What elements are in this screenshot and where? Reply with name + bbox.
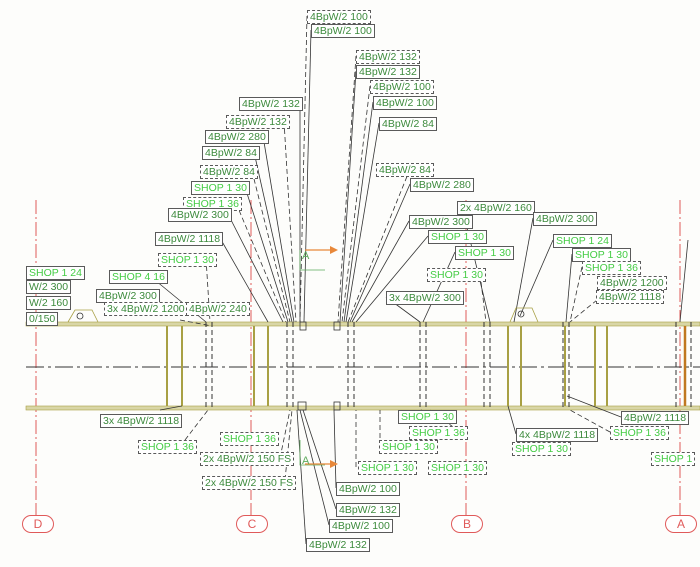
shop-weld-label[interactable]: SHOP 1 36 bbox=[610, 426, 669, 440]
bolt-connection-label[interactable]: 4BpW/2 84 bbox=[202, 146, 260, 160]
bolt-connection-label[interactable]: 3x 4BpW/2 300 bbox=[386, 291, 464, 305]
shop-weld-label[interactable]: SHOP 1 30 bbox=[428, 461, 487, 475]
bolt-connection-label[interactable]: 3x 4BpW/2 1200 bbox=[104, 302, 188, 316]
bolt-connection-label[interactable]: 4BpW/2 1118 bbox=[155, 232, 224, 246]
bolt-connection-label[interactable]: 4BpW/2 84 bbox=[379, 117, 437, 131]
bolt-connection-label[interactable]: W/2 300 bbox=[26, 280, 72, 294]
bolt-connection-label[interactable]: 4BpW/2 100 bbox=[370, 80, 434, 94]
grid-bubble-a[interactable]: A bbox=[665, 515, 697, 533]
shop-weld-label[interactable]: SHOP 1 30 bbox=[455, 246, 514, 260]
section-cut-markers bbox=[299, 246, 338, 468]
bolt-connection-label[interactable]: 4BpW/2 100 bbox=[311, 24, 375, 38]
shop-weld-label[interactable]: SHOP 1 30 bbox=[512, 442, 571, 456]
bolt-connection-label[interactable]: 4BpW/2 100 bbox=[336, 482, 400, 496]
shop-weld-label[interactable]: SHOP 1 36 bbox=[220, 432, 279, 446]
shop-weld-label[interactable]: SHOP 1 30 bbox=[398, 410, 457, 424]
bolt-connection-label[interactable]: 4BpW/2 300 bbox=[168, 208, 232, 222]
bolt-connection-label[interactable]: 4BpW/2 132 bbox=[356, 50, 420, 64]
grid-bubble-d[interactable]: D bbox=[22, 515, 54, 533]
bolt-connection-label[interactable]: 2x 4BpW/2 150 FS bbox=[200, 452, 295, 466]
bolt-connection-label[interactable]: 4BpW/2 1200 bbox=[597, 276, 667, 290]
bolt-connection-label[interactable]: 4BpW/2 300 bbox=[409, 215, 473, 229]
bolt-connection-label[interactable]: 2x 4BpW/2 150 FS bbox=[202, 476, 297, 490]
shop-weld-label[interactable]: SHOP 1 30 bbox=[428, 230, 487, 244]
shop-weld-label[interactable]: SHOP 1 30 bbox=[191, 181, 250, 195]
bolt-connection-label[interactable]: 4BpW/2 132 bbox=[306, 538, 370, 552]
shop-weld-label[interactable]: SHOP 1 30 bbox=[572, 248, 631, 262]
grid-bubble-c[interactable]: C bbox=[236, 515, 268, 533]
shop-weld-label[interactable]: SHOP 1 24 bbox=[26, 266, 85, 280]
shop-weld-label[interactable]: SHOP 1 36 bbox=[582, 261, 641, 275]
bolt-connection-label[interactable]: 4x 4BpW/2 1118 bbox=[516, 428, 599, 442]
shop-weld-label[interactable]: SHOP 1 30 bbox=[358, 461, 417, 475]
shop-weld-label[interactable]: SHOP 1 36 bbox=[138, 440, 197, 454]
bolt-connection-label[interactable]: 4BpW/2 100 bbox=[307, 10, 371, 24]
bolt-connection-label[interactable]: 4BpW/2 84 bbox=[200, 165, 258, 179]
bolt-connection-label[interactable]: 4BpW/2 1118 bbox=[621, 411, 690, 425]
bolt-connection-label[interactable]: 4BpW/2 100 bbox=[329, 519, 393, 533]
bolt-connection-label[interactable]: 3x 4BpW/2 1118 bbox=[100, 414, 183, 428]
bolt-connection-label[interactable]: 4BpW/2 280 bbox=[205, 130, 269, 144]
grid-bubble-b[interactable]: B bbox=[451, 515, 483, 533]
grid-bubble-leaders bbox=[35, 505, 681, 515]
bolt-connection-label[interactable]: 2x 4BpW/2 160 bbox=[457, 201, 535, 215]
shop-weld-label[interactable]: SHOP 4 16 bbox=[109, 270, 168, 284]
bolt-connection-label[interactable]: 4BpW/2 132 bbox=[356, 65, 420, 79]
shop-weld-label[interactable]: SHOP 1 36 bbox=[409, 426, 468, 440]
main-beam bbox=[25, 321, 700, 411]
section-mark-bottom: A bbox=[302, 455, 310, 467]
leader-lines bbox=[149, 15, 689, 545]
bolt-connection-label[interactable]: 4BpW/2 132 bbox=[226, 115, 290, 129]
shop-weld-label[interactable]: SHOP 1 30 bbox=[427, 268, 486, 282]
bolt-connection-label[interactable]: W/2 160 bbox=[26, 296, 72, 310]
stiffeners bbox=[166, 326, 608, 406]
shop-weld-label[interactable]: SHOP 1 bbox=[651, 452, 696, 466]
shop-weld-label[interactable]: SHOP 1 30 bbox=[379, 440, 438, 454]
bolt-connection-label[interactable]: 4BpW/2 300 bbox=[96, 289, 160, 303]
bolt-connection-label[interactable]: 4BpW/2 240 bbox=[186, 302, 250, 316]
bolt-connection-label[interactable]: 4BpW/2 132 bbox=[336, 503, 400, 517]
bolt-connection-label[interactable]: 4BpW/2 1118 bbox=[596, 290, 665, 304]
bolt-connection-label[interactable]: 4BpW/2 300 bbox=[533, 212, 597, 226]
shop-weld-label[interactable]: SHOP 1 24 bbox=[553, 234, 612, 248]
bolt-connection-label[interactable]: 4BpW/2 100 bbox=[373, 96, 437, 110]
bolt-connection-label[interactable]: 4BpW/2 280 bbox=[410, 178, 474, 192]
bolt-connection-label[interactable]: 0/150 bbox=[26, 312, 59, 326]
shop-weld-label[interactable]: SHOP 1 30 bbox=[158, 253, 217, 267]
connection-symbols bbox=[67, 307, 539, 411]
bolt-connection-label[interactable]: 4BpW/2 84 bbox=[376, 163, 434, 177]
bolt-connection-label[interactable]: 4BpW/2 132 bbox=[239, 97, 303, 111]
bolt-lines bbox=[205, 322, 692, 410]
section-mark-top: A bbox=[302, 250, 310, 262]
